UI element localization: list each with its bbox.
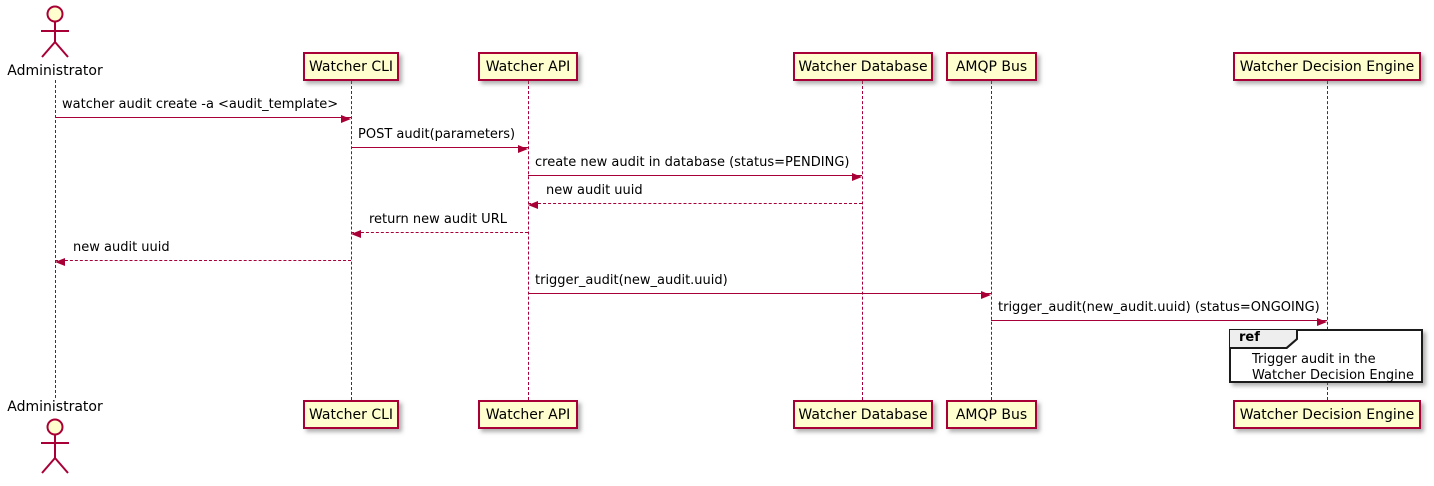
arrowhead-icon (518, 144, 528, 153)
participant-watcher-database-bottom: Watcher Database (793, 400, 933, 429)
lifeline-watcher-database (862, 81, 863, 400)
ref-fragment-body: Trigger audit in the Watcher Decision En… (1252, 352, 1414, 384)
message-trigger-audit-ongoing: trigger_audit(new_audit.uuid) (status=ON… (991, 300, 1327, 326)
message-create-audit-db-label: create new audit in database (status=PEN… (535, 155, 850, 170)
participant-watcher-database-top: Watcher Database (793, 52, 933, 81)
arrowhead-icon (528, 200, 538, 209)
ref-fragment-text-line2: Watcher Decision Engine (1252, 368, 1414, 383)
ref-fragment-header: ref (1230, 330, 1298, 349)
arrowhead-icon (351, 229, 361, 238)
message-trigger-audit-ongoing-line (991, 320, 1327, 321)
message-new-audit-uuid-db: new audit uuid (528, 183, 862, 209)
arrowhead-icon (55, 257, 65, 266)
lifeline-administrator (55, 80, 56, 398)
message-audit-create-label: watcher audit create -a <audit_template> (62, 97, 339, 112)
message-return-audit-url: return new audit URL (351, 212, 528, 238)
message-return-audit-url-line (351, 232, 528, 233)
actor-administrator-icon-bottom (41, 418, 69, 474)
message-trigger-audit-ongoing-label: trigger_audit(new_audit.uuid) (status=ON… (998, 300, 1320, 315)
message-new-audit-uuid-db-label: new audit uuid (546, 183, 643, 198)
message-create-audit-db-line (528, 175, 862, 176)
message-new-audit-uuid-db-line (528, 203, 862, 204)
message-audit-create: watcher audit create -a <audit_template> (55, 97, 351, 123)
message-create-audit-db: create new audit in database (status=PEN… (528, 155, 862, 181)
message-audit-create-line (55, 117, 351, 118)
arrowhead-icon (341, 114, 351, 123)
participant-watcher-cli-top: Watcher CLI (303, 52, 399, 81)
actor-administrator-label-top: Administrator (7, 63, 103, 79)
arrowhead-icon (981, 290, 991, 299)
lifeline-amqp-bus (991, 81, 992, 400)
message-new-audit-uuid-cli-line (55, 260, 351, 261)
arrowhead-icon (852, 172, 862, 181)
actor-administrator-icon-top (41, 5, 69, 58)
ref-fragment-keyword: ref (1230, 330, 1296, 347)
participant-watcher-decision-engine-top: Watcher Decision Engine (1233, 52, 1421, 81)
message-post-audit-line (351, 147, 528, 148)
message-post-audit-label: POST audit(parameters) (358, 127, 516, 142)
participant-watcher-cli-bottom: Watcher CLI (303, 400, 399, 429)
participant-watcher-api-bottom: Watcher API (478, 400, 578, 429)
lifeline-watcher-decision-engine (1327, 81, 1328, 400)
participant-amqp-bus-bottom: AMQP Bus (946, 400, 1037, 429)
message-trigger-audit: trigger_audit(new_audit.uuid) (528, 273, 991, 299)
ref-fragment: ref Trigger audit in the Watcher Decisio… (1229, 329, 1423, 383)
participant-amqp-bus-top: AMQP Bus (946, 52, 1037, 81)
message-post-audit: POST audit(parameters) (351, 127, 528, 153)
arrowhead-icon (1317, 317, 1327, 326)
message-new-audit-uuid-cli: new audit uuid (55, 240, 351, 266)
actor-administrator-label-bottom: Administrator (7, 399, 103, 415)
participant-watcher-api-top: Watcher API (478, 52, 578, 81)
ref-fragment-text-line1: Trigger audit in the (1252, 352, 1376, 367)
message-return-audit-url-label: return new audit URL (369, 212, 507, 227)
lifeline-watcher-cli (351, 81, 352, 400)
lifeline-watcher-api (528, 81, 529, 400)
message-new-audit-uuid-cli-label: new audit uuid (73, 240, 170, 255)
message-trigger-audit-label: trigger_audit(new_audit.uuid) (535, 273, 728, 288)
message-trigger-audit-line (528, 293, 991, 294)
participant-watcher-decision-engine-bottom: Watcher Decision Engine (1233, 400, 1421, 429)
